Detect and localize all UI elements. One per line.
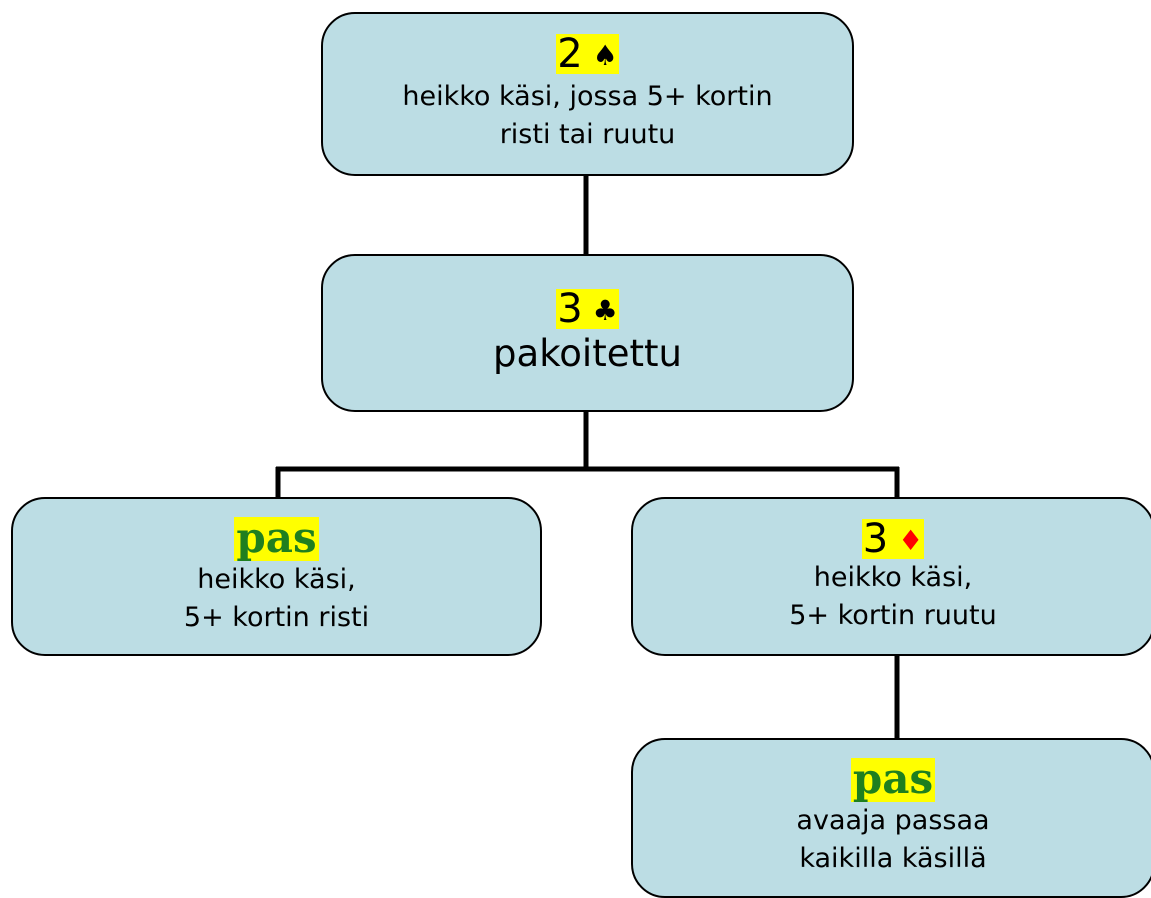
node-pas-bottom: pas avaaja passaa kaikilla käsillä (631, 738, 1151, 898)
node-3-clubs: 3♣ pakoitettu (321, 254, 854, 412)
club-icon: ♣ (592, 294, 618, 327)
bid-label: pas (234, 512, 319, 562)
node-description-line: 5+ kortin risti (183, 601, 370, 633)
node-description-line: heikko käsi, jossa 5+ kortin (402, 81, 773, 112)
node-description-line: 5+ kortin ruutu (789, 599, 997, 631)
node-description-line: pakoitettu (493, 332, 682, 375)
spade-icon: ♠ (592, 39, 618, 72)
node-3-diamonds: 3♦ heikko käsi, 5+ kortin ruutu (631, 497, 1151, 656)
diamond-icon: ♦ (898, 523, 924, 557)
node-description-line: kaikilla käsillä (799, 843, 987, 874)
bid-label: 2♠ (556, 31, 619, 77)
node-description-line: heikko käsi, (197, 563, 356, 595)
bid-label: 3♣ (556, 286, 619, 332)
bid-label: 3♦ (861, 515, 925, 562)
node-description-line: heikko käsi, (813, 561, 973, 593)
node-2-spades: 2♠ heikko käsi, jossa 5+ kortin risti ta… (321, 12, 854, 176)
bid-label: pas (850, 754, 936, 803)
node-description-line: risti tai ruutu (499, 119, 676, 150)
node-pas-left: pas heikko käsi, 5+ kortin risti (11, 497, 542, 656)
node-description-line: avaaja passaa (796, 805, 990, 836)
